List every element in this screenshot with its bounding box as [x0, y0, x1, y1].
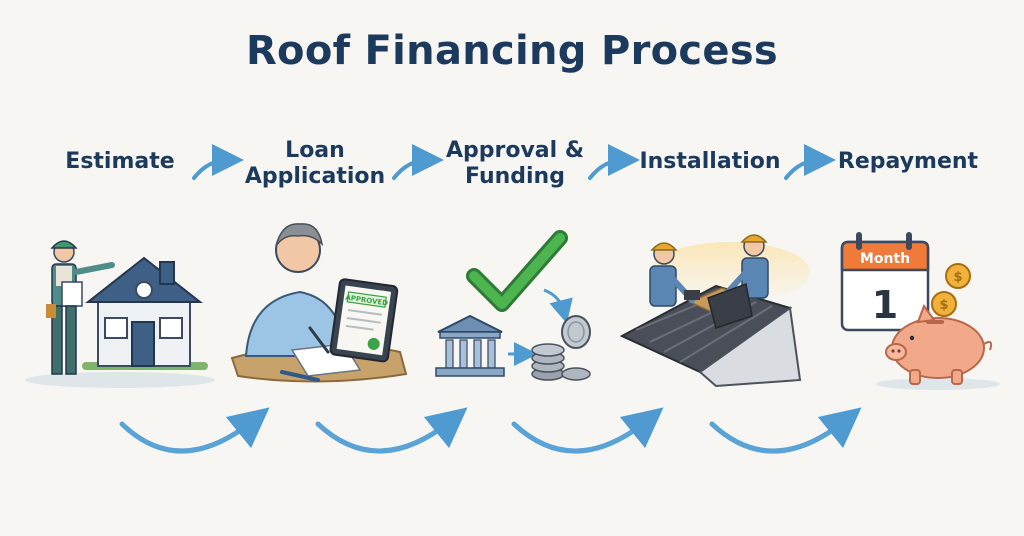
house-contractor-icon	[25, 240, 215, 388]
calendar-month-label: Month	[860, 251, 910, 267]
svg-text:$: $	[939, 298, 948, 313]
calendar-day-number: 1	[872, 283, 898, 327]
arrow-icon	[192, 144, 244, 180]
step-label-installation: Installation	[639, 149, 781, 174]
arrow-icon	[392, 144, 444, 180]
checkmark-bank-coins-icon	[435, 230, 591, 381]
curved-arrow-icon	[511, 407, 664, 454]
calendar-piggy-bank-icon: Month 1 $ $	[840, 232, 1000, 390]
roofers-installing-icon	[619, 234, 810, 388]
page-title: Roof Financing Process	[245, 28, 779, 74]
arrow-icon	[588, 144, 640, 180]
step-label-approval-funding: Approval & Funding	[445, 138, 585, 189]
curved-arrow-icon	[119, 407, 270, 454]
arrow-icon	[784, 144, 836, 180]
svg-text:$: $	[953, 270, 962, 285]
curved-arrow-icon	[315, 407, 468, 454]
step-label-estimate: Estimate	[65, 149, 175, 174]
curved-arrow-icon	[709, 407, 862, 454]
step-label-repayment: Repayment	[837, 149, 979, 174]
man-signing-application-icon: APPROVED	[230, 223, 408, 383]
step-label-loan-application: Loan Application	[244, 138, 386, 189]
